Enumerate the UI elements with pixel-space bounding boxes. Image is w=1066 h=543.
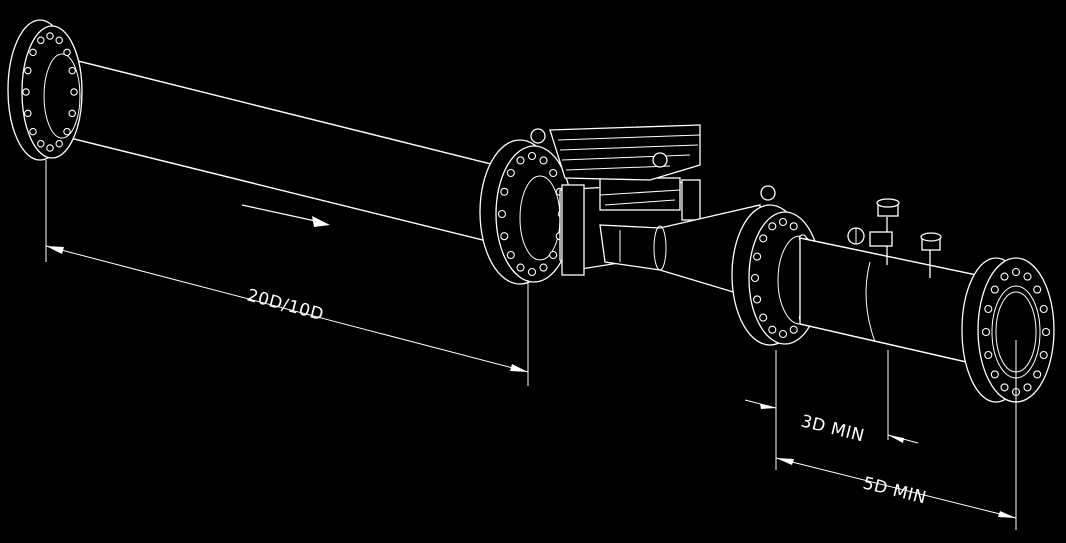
bolt-hole xyxy=(500,187,509,196)
bolt-hole xyxy=(68,66,76,75)
bolt-hole xyxy=(778,329,788,339)
bolt-hole xyxy=(70,88,78,96)
bolt-hole xyxy=(539,263,548,272)
bolt-hole xyxy=(1033,370,1042,379)
outlet-flange xyxy=(961,257,1055,403)
inlet-flange xyxy=(7,19,83,161)
bolt-hole xyxy=(29,127,37,136)
bolt-hole xyxy=(759,313,768,322)
bolt-hole xyxy=(1023,383,1032,392)
bolt-hole xyxy=(750,273,760,283)
bolt-hole xyxy=(1033,285,1042,294)
bolt-hole xyxy=(753,252,762,261)
bolt-hole xyxy=(753,295,762,304)
meter-transmitter-head xyxy=(549,124,701,181)
bolt-hole xyxy=(63,48,71,57)
bolt-hole xyxy=(1023,272,1032,281)
bolt-hole xyxy=(549,168,558,178)
bolt-hole xyxy=(516,263,525,272)
bolt-hole xyxy=(1039,304,1048,314)
bolt-hole xyxy=(497,209,507,219)
bolt-hole xyxy=(506,168,515,178)
flow-direction-arrow xyxy=(241,204,330,227)
bolt-hole xyxy=(68,109,76,118)
temperature-probe xyxy=(920,232,942,278)
bolt-hole xyxy=(549,250,558,260)
bolt-hole xyxy=(768,325,777,334)
bolt-hole xyxy=(63,127,71,136)
bolt-hole xyxy=(22,88,30,96)
dimension-pressure-tap: 3D MIN xyxy=(744,350,919,470)
bolt-hole xyxy=(768,222,777,231)
bolt-hole xyxy=(1000,383,1009,392)
bolt-hole xyxy=(1011,267,1021,277)
bolt-hole xyxy=(778,217,788,227)
bolt-hole xyxy=(37,139,45,148)
bolt-hole xyxy=(527,151,537,161)
dimension-pressure-tap-label: 3D MIN xyxy=(799,411,867,446)
dimension-downstream-label: 5D MIN xyxy=(861,473,929,508)
dimension-upstream-label: 20D/10D xyxy=(245,286,326,326)
bolt-hole xyxy=(990,370,999,379)
bolt-hole xyxy=(46,32,54,40)
bolt-hole xyxy=(506,250,515,260)
meter-inlet-flange xyxy=(479,128,573,285)
bolt-hole xyxy=(539,156,548,165)
bolt-hole xyxy=(984,304,993,314)
bolt-hole xyxy=(516,156,525,165)
upstream-pipe xyxy=(57,55,516,249)
bolt-hole xyxy=(1000,272,1009,281)
bolt-hole xyxy=(981,327,991,337)
bolt-hole xyxy=(789,325,798,334)
bolt-hole xyxy=(1041,327,1051,337)
bolt-hole xyxy=(46,144,54,152)
pressure-tap-valve xyxy=(847,198,900,265)
reducer-cone xyxy=(599,185,776,301)
bolt-hole xyxy=(37,36,45,45)
bolt-hole xyxy=(1039,350,1048,360)
bolt-hole xyxy=(759,234,768,243)
bolt-hole xyxy=(55,36,63,45)
bolt-hole xyxy=(24,109,32,118)
bolt-hole xyxy=(789,222,798,231)
bolt-hole xyxy=(527,267,537,277)
bolt-hole xyxy=(500,232,509,241)
bolt-hole xyxy=(984,350,993,360)
bolt-hole xyxy=(24,66,32,75)
bolt-hole xyxy=(55,139,63,148)
bolt-hole xyxy=(990,285,999,294)
bolt-hole xyxy=(29,48,37,57)
